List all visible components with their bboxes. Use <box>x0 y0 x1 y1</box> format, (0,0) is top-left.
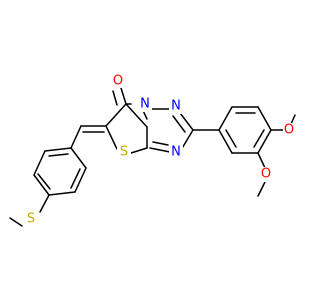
bond-dar3-dar4 <box>257 106 272 131</box>
bond-n2-c2 <box>179 112 194 131</box>
molecule-structure: O N N N S O O S <box>9 73 297 227</box>
bond-layer <box>9 87 296 227</box>
atom-label-layer: O N N N S O O S <box>24 73 297 227</box>
carbonyl-oxygen-label: O <box>113 74 123 89</box>
bond-ar4-ar5-inner <box>37 173 51 190</box>
bond-o-ch3-1 <box>290 114 296 125</box>
bond-dar4-dar5-inner <box>253 129 265 148</box>
bond-dar6-dar1-inner <box>225 129 237 148</box>
bond-n2-c2-double <box>172 115 186 133</box>
bond-c-co <box>125 103 148 128</box>
bond-ar1-ar2 <box>70 147 87 169</box>
ring-nitrogen-3-label: N <box>171 145 181 160</box>
bond-ar6-ar1 <box>44 147 72 152</box>
bond-c-o-single <box>120 87 127 105</box>
bond-c-o-double <box>112 90 118 106</box>
bond-o-ch3-2 <box>257 181 266 197</box>
bond-ch-ar <box>70 125 82 149</box>
bond-ar2-ar3-inner <box>70 168 81 189</box>
ring-nitrogen-1-label: N <box>140 97 150 112</box>
methoxy-oxygen-1-label: O <box>284 123 294 138</box>
bond-s-ch3 <box>9 217 23 227</box>
molecule-canvas: O N N N S O O S <box>9 73 297 227</box>
ring-nitrogen-2-label: N <box>171 99 181 114</box>
bond-ar5-ar6 <box>33 150 46 176</box>
bond-n3-cfused-double <box>152 141 169 146</box>
bond-ar6-ar1-inner <box>48 153 69 157</box>
bond-dar5-o <box>257 152 266 169</box>
bond-ar4-s <box>39 194 50 213</box>
bond-s-cfused <box>130 147 148 154</box>
bond-dar1-dar2 <box>218 106 233 131</box>
bond-ar2-ar3 <box>74 167 87 193</box>
bond-dar4-dar5 <box>257 129 272 154</box>
bond-dar6-dar1 <box>218 129 233 154</box>
bond-co-calkene <box>105 103 127 127</box>
methoxy-oxygen-2-label: O <box>261 167 271 182</box>
bond-calkene-s <box>105 125 118 150</box>
bond-n3-cfused <box>149 147 171 153</box>
thioether-sulfur-label: S <box>27 212 35 227</box>
bond-ar3-ar4 <box>48 191 76 196</box>
bond-ar4-ar5 <box>33 174 50 196</box>
ring-sulfur-label: S <box>120 145 128 160</box>
